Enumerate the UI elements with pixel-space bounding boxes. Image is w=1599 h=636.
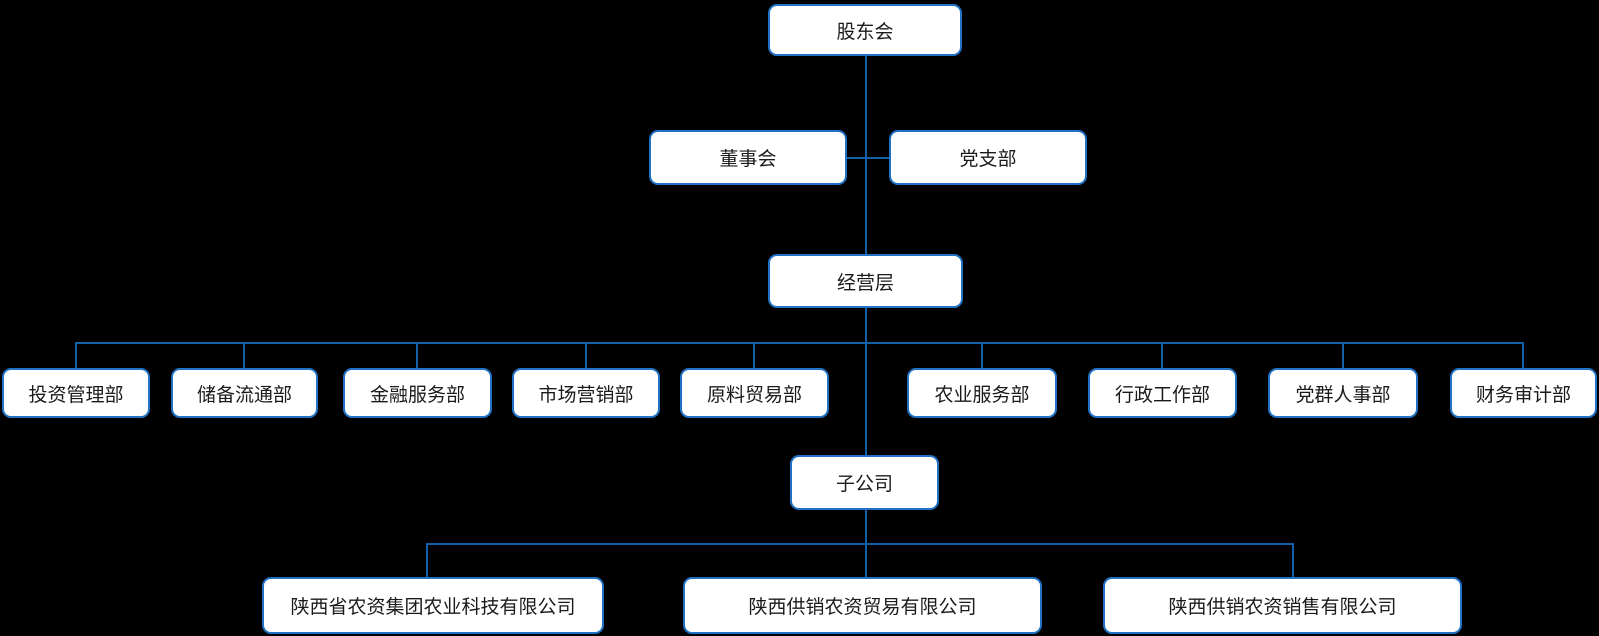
node-label: 储备流通部: [196, 384, 292, 406]
node-label: 党群人事部: [1295, 384, 1391, 406]
node-label: 股东会: [836, 21, 894, 43]
node-label: 董事会: [719, 149, 777, 170]
node-company-agri-trade: 陕西供销农资贸易有限公司: [683, 577, 1042, 634]
node-label: 陕西省农资集团农业科技有限公司: [290, 597, 576, 618]
connector-drop-company-1: [426, 543, 428, 577]
connector-drop-dept-3: [416, 342, 418, 368]
connector-board-party: [847, 157, 889, 159]
node-dept-marketing: 市场营销部: [512, 368, 660, 418]
connector-drop-dept-2: [243, 342, 245, 368]
connector-drop-dept-6: [981, 342, 983, 368]
node-label: 市场营销部: [538, 384, 634, 406]
connector-drop-dept-5: [753, 342, 755, 368]
node-company-agri-sales: 陕西供销农资销售有限公司: [1103, 577, 1462, 634]
node-dept-administrative-work: 行政工作部: [1088, 368, 1237, 418]
node-label: 投资管理部: [28, 384, 124, 406]
node-dept-party-personnel: 党群人事部: [1268, 368, 1418, 418]
node-shareholders-meeting: 股东会: [768, 4, 962, 56]
node-label: 行政工作部: [1114, 384, 1210, 406]
node-board-of-directors: 董事会: [649, 130, 847, 185]
node-dept-investment-management: 投资管理部: [2, 368, 150, 418]
connector-spine-top: [865, 56, 867, 254]
connector-drop-dept-8: [1342, 342, 1344, 368]
node-subsidiaries: 子公司: [790, 455, 939, 510]
connector-department-rail: [75, 342, 1524, 344]
node-label: 农业服务部: [934, 384, 1030, 406]
node-label: 党支部: [959, 149, 1017, 170]
node-dept-financial-audit: 财务审计部: [1450, 368, 1597, 418]
node-label: 陕西供销农资贸易有限公司: [748, 597, 977, 618]
node-dept-financial-services: 金融服务部: [343, 368, 492, 418]
connector-drop-company-3: [1292, 543, 1294, 577]
connector-drop-dept-7: [1161, 342, 1163, 368]
connector-drop-dept-9: [1522, 342, 1524, 368]
node-label: 原料贸易部: [706, 384, 802, 406]
node-dept-agricultural-services: 农业服务部: [907, 368, 1057, 418]
connector-company-rail: [426, 543, 1294, 545]
node-label: 子公司: [835, 474, 893, 495]
connector-drop-dept-4: [585, 342, 587, 368]
connector-drop-dept-1: [75, 342, 77, 368]
node-dept-reserve-circulation: 储备流通部: [171, 368, 318, 418]
node-label: 陕西供销农资销售有限公司: [1168, 597, 1397, 618]
node-management-level: 经营层: [768, 254, 963, 308]
node-party-branch: 党支部: [889, 130, 1087, 185]
node-dept-raw-material-trade: 原料贸易部: [680, 368, 829, 418]
node-company-agri-tech: 陕西省农资集团农业科技有限公司: [262, 577, 604, 634]
node-label: 经营层: [836, 272, 894, 294]
node-label: 金融服务部: [369, 384, 465, 406]
node-label: 财务审计部: [1475, 384, 1571, 406]
connector-spine-middle: [865, 308, 867, 455]
